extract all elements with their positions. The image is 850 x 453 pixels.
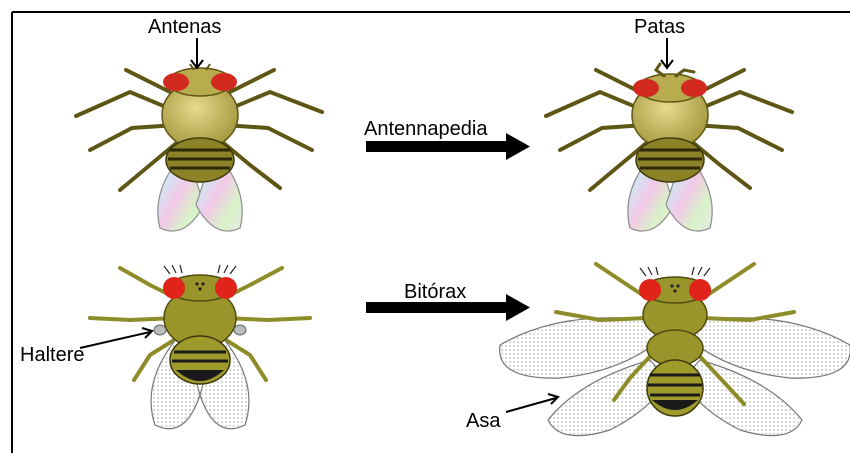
label-asa: Asa [466,410,501,432]
fly3-left-haltere [154,325,166,335]
label-bitorax: Bitórax [404,281,466,303]
arrow-antenas [191,38,203,68]
label-antenas: Antenas [148,16,221,38]
fly1-left-eye [163,73,189,91]
arrow-haltere [80,328,152,348]
fly2-right-eye [681,79,707,97]
fly4-right-eye [689,279,711,301]
wild-type-fly-top [76,64,322,231]
haltere-fly [90,265,310,429]
label-antennapedia: Antennapedia [364,118,488,140]
fly3-right-eye [215,277,237,299]
fly2-left-eye [633,79,659,97]
fly4-bristles [640,267,710,276]
fly3-bristles [164,265,236,274]
label-haltere: Haltere [20,344,84,366]
bithorax-fly [500,264,850,436]
label-patas: Patas [634,16,685,38]
fly1-right-eye [211,73,237,91]
antennapedia-fly [546,64,792,231]
arrow-patas [661,38,673,68]
fly3-right-haltere [234,325,246,335]
fly4-left-eye [639,279,661,301]
arrow-asa [506,394,558,412]
fly3-left-eye [163,277,185,299]
